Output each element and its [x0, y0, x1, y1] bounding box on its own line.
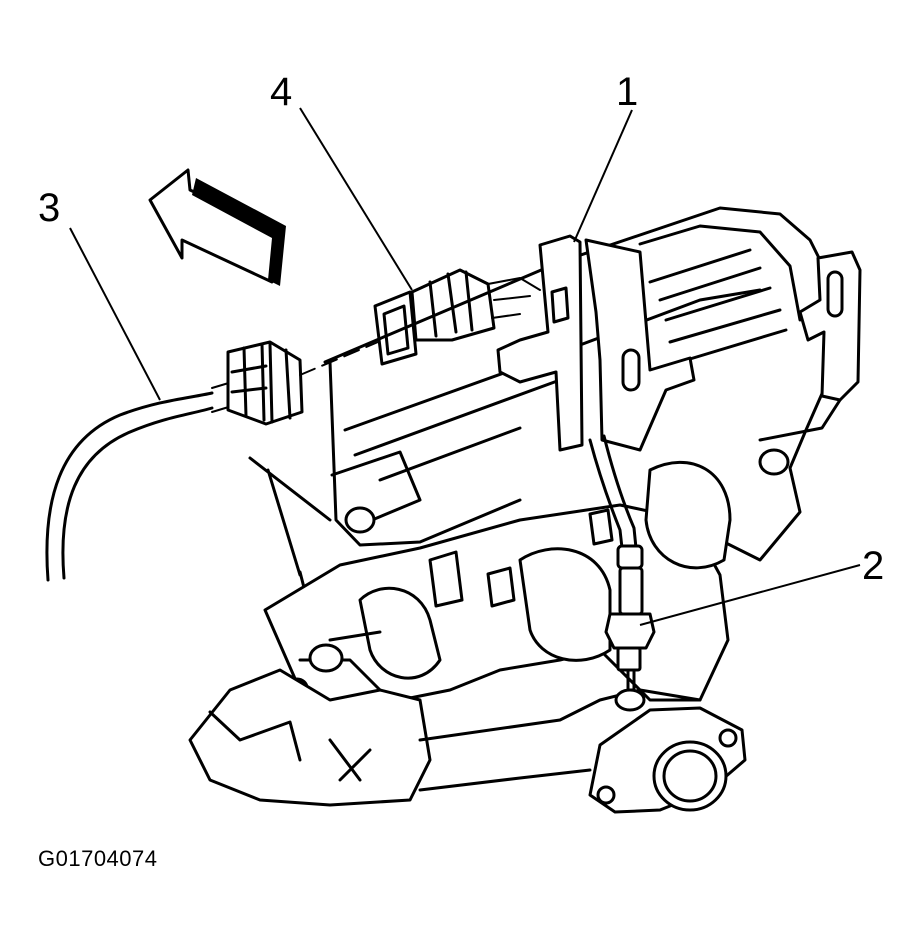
callout-4: 4 [270, 70, 293, 114]
leader-line-1 [573, 109, 633, 243]
figure-id: G01704074 [38, 846, 158, 871]
oxygen-sensor [588, 434, 656, 712]
leader-lines [69, 107, 861, 626]
mounting-bracket [496, 234, 862, 452]
downpipe [188, 668, 747, 814]
harness-connector [226, 340, 304, 426]
leader-line-3 [69, 227, 161, 401]
sensor-harness [45, 381, 233, 582]
leader-line-2 [639, 564, 861, 626]
leader-line-4 [299, 107, 413, 291]
callout-2: 2 [862, 544, 885, 588]
exhaust-manifold [263, 460, 732, 712]
connector-dash-line [299, 341, 379, 376]
callout-3: 3 [38, 186, 61, 230]
callout-1: 1 [616, 70, 639, 114]
vehicle-connector [373, 268, 541, 366]
direction-arrow [148, 168, 286, 286]
